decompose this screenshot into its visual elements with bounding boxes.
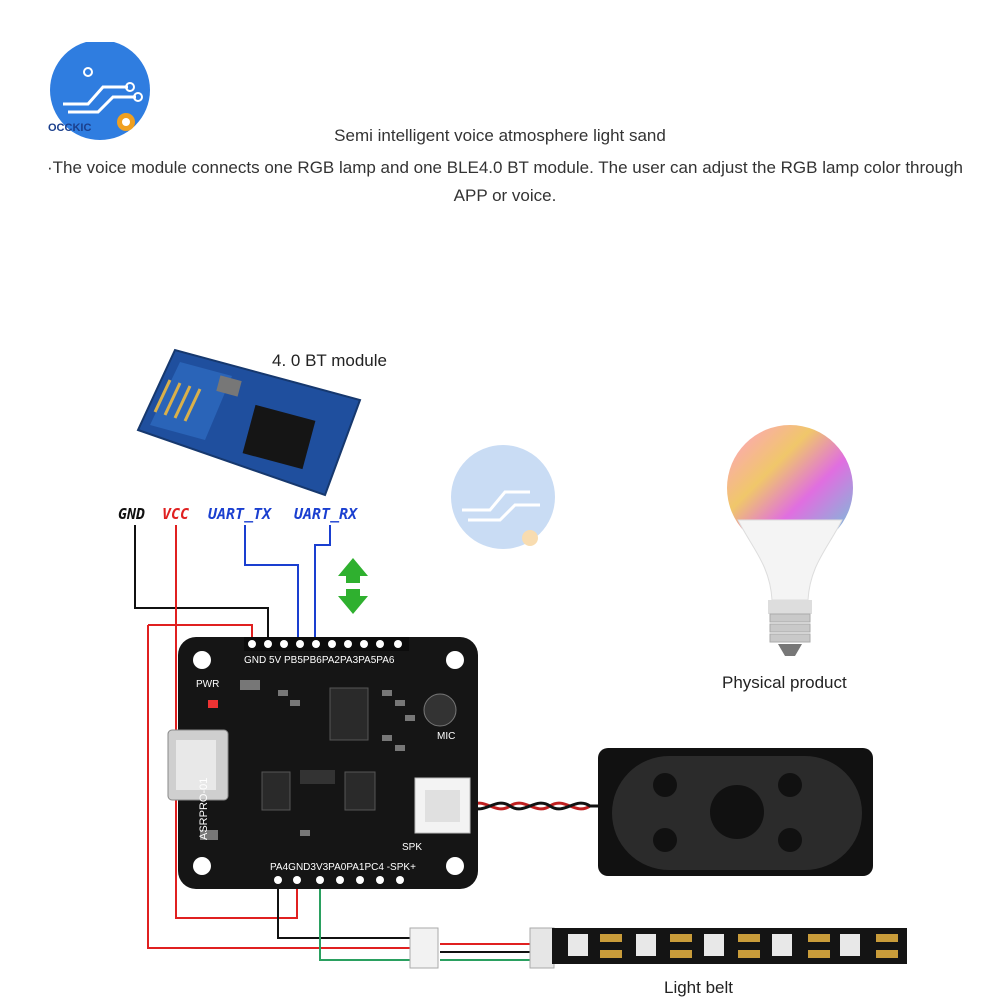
rgb-lamp	[727, 425, 853, 656]
lamp-label: Physical product	[722, 673, 847, 692]
vcc-wire	[175, 525, 298, 919]
logo-graphic	[50, 42, 150, 140]
light-belt	[409, 927, 907, 969]
asrpro-board	[167, 637, 478, 889]
board-spk-label: SPK	[402, 842, 423, 853]
page-description: ·The voice module connects one RGB lamp …	[47, 158, 963, 205]
watermark-logo	[451, 445, 555, 549]
gnd-wire	[134, 525, 269, 640]
brand-logo: OCCKIC	[48, 42, 158, 142]
bt-module	[136, 348, 362, 497]
signal-wire-bottom	[319, 880, 430, 961]
bidirectional-arrow-icon	[338, 558, 368, 614]
belt-label: Light belt	[664, 978, 733, 997]
board-bottom-pins: PA4GND3V3PA0PA1PC4 -SPK+	[270, 862, 416, 873]
wires	[134, 525, 612, 961]
uart-tx-label: UART_TX	[208, 505, 272, 523]
brand-name: OCCKIC	[48, 122, 92, 134]
board-top-pins: GND 5V PB5PB6PA2PA3PA5PA6	[244, 655, 395, 666]
board-name: ASRPRO-01	[198, 777, 210, 840]
uart-rx-label: UART_RX	[294, 505, 358, 523]
uart-tx-wire	[244, 525, 299, 640]
uart-rx-wire	[314, 525, 331, 640]
board-pwr-label: PWR	[196, 679, 220, 690]
speaker	[598, 748, 873, 876]
vcc-wire-2	[147, 625, 430, 949]
page-title: Semi intelligent voice atmosphere light …	[334, 126, 666, 145]
speaker-wire-2	[469, 801, 612, 811]
board-mic-label: MIC	[437, 731, 456, 742]
gnd-label: GND	[118, 505, 146, 523]
bt-module-label: 4. 0 BT module	[272, 351, 387, 370]
vcc-wire-3	[148, 624, 253, 640]
vcc-label: VCC	[162, 505, 190, 523]
gnd-wire-bottom	[277, 880, 430, 939]
